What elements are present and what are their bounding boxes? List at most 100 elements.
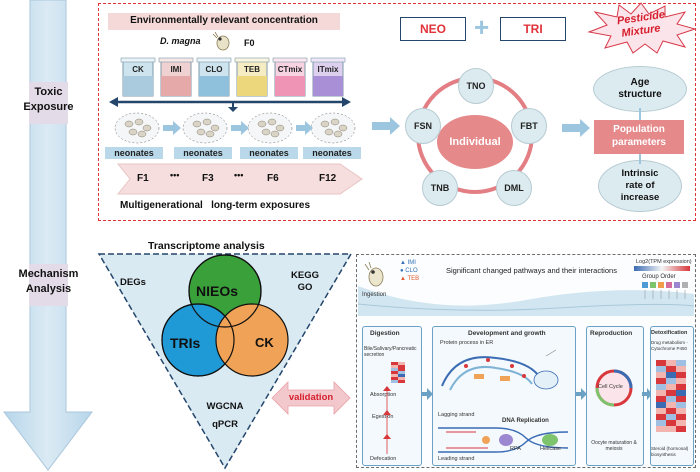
- digestion-flow-arrows: [383, 386, 391, 454]
- repro-cell-cycle: Cell Cycle: [598, 384, 623, 390]
- node-dml: DML: [496, 170, 532, 206]
- dev-helicase: Helicase: [540, 446, 562, 452]
- validation-label: validation: [288, 392, 334, 403]
- beakers-row: [120, 57, 346, 97]
- beakers-double-arrow: [109, 97, 351, 112]
- legend-teb: ▲ TEB: [400, 276, 420, 282]
- intrinsic-rate: Intrinsic rate of increase: [598, 160, 682, 212]
- pesticide-burst: [587, 2, 697, 54]
- generation-f12: F12: [319, 173, 337, 184]
- population-params-box: [594, 120, 684, 154]
- individual-label: Individual: [449, 136, 501, 148]
- dna-diagram: [438, 427, 569, 453]
- generations-ribbon: [116, 163, 363, 195]
- beaker-label-clo: CLO: [205, 65, 223, 74]
- generation-f1: F1: [137, 173, 149, 184]
- pathway-header-band: [358, 286, 694, 316]
- dev-protein-process: Protein process in ER: [440, 340, 494, 346]
- dev-lagging-strand: Lagging strand: [438, 412, 475, 418]
- scale-bar: [634, 266, 690, 271]
- beaker-clo: [196, 57, 232, 97]
- ellipsis-2: •••: [234, 170, 244, 180]
- mechanism-analysis-label-box: [29, 264, 68, 306]
- digestion-heatmap: [391, 362, 405, 383]
- beaker-itmix: [310, 57, 346, 97]
- toxic-exposure-label-box: [29, 82, 68, 124]
- beaker-label-ck: CK: [132, 65, 144, 74]
- toxic-exposure-label: Toxic Exposure: [23, 86, 74, 113]
- beaker-ck: [120, 57, 156, 97]
- generation-f3: F3: [202, 173, 214, 184]
- reproduction-title: Reproduction: [590, 330, 633, 337]
- ingestion-label: Ingestion: [362, 292, 387, 298]
- legend-teb-text: TEB: [407, 276, 420, 282]
- digestion-title: Digestion: [370, 330, 400, 337]
- beaker-ctmix: [272, 57, 308, 97]
- validation-arrow: [271, 381, 351, 415]
- neo-box: [400, 17, 466, 41]
- mechanism-analysis-label: Mechanism Analysis: [18, 268, 79, 295]
- neonates-box-3: [240, 147, 298, 159]
- degs-label: DEGs: [120, 277, 146, 288]
- toxic-exposure-panel: [98, 3, 696, 221]
- node-tno: TNO: [458, 68, 494, 104]
- beaker-imi: [158, 57, 194, 97]
- neonates-label-4: neonates: [312, 148, 352, 158]
- arrow-to-individual: [372, 117, 400, 135]
- population-params-label: Population parameters: [612, 124, 666, 148]
- tri-box: [500, 17, 566, 41]
- beaker-label-teb: TEB: [244, 65, 260, 74]
- neonate-clusters: [114, 112, 356, 144]
- venn-diagram: [161, 254, 289, 377]
- daphnia-icon: [213, 32, 230, 51]
- dev-leading-strand: Leading strand: [438, 456, 475, 462]
- digestion-egestion: Egestion: [372, 414, 394, 420]
- node-tnb: TNB: [422, 170, 458, 206]
- neo-label: NEO: [419, 22, 446, 36]
- neonates-label-3: neonates: [249, 148, 289, 158]
- beaker-label-itmix: ITmix: [317, 65, 339, 74]
- neonates-box-1: [105, 147, 163, 159]
- dev-dna-replication: DNA Replication: [502, 418, 549, 424]
- neonates-label-1: neonates: [114, 148, 154, 158]
- pathway-title: Significant changed pathways and their i…: [446, 266, 617, 275]
- kegg-go-label: KEGG GO: [291, 270, 319, 293]
- detoxification-title: Detoxification: [651, 330, 688, 336]
- detox-drug-metabolism: Drug metabolism - Cytochrome P450: [651, 340, 688, 351]
- cell-cycle-diagram: [595, 369, 633, 407]
- arrow-development-reproduction: [575, 388, 587, 400]
- generation-f0: F0: [244, 38, 255, 48]
- exposure-caption: Multigenerational long-term exposures: [120, 200, 311, 211]
- tri-label: TRI: [523, 22, 543, 36]
- development-title: Development and growth: [468, 330, 546, 337]
- legend-clo-text: CLO: [405, 268, 418, 274]
- ingestion-daphnia-icon: [364, 262, 384, 287]
- ellipsis-1: •••: [170, 170, 180, 180]
- scale-title: Log2(TPM expression): [636, 259, 692, 265]
- detox-steroid: Steroid (hormonal) biosynthesis: [651, 446, 689, 457]
- dev-rpa: RPA: [510, 446, 521, 452]
- group-order-label: Group Order: [642, 274, 676, 280]
- beaker-label-imi: IMI: [170, 65, 182, 74]
- digestion-absorption: Absorption: [370, 392, 397, 398]
- detox-heatmap: [656, 360, 686, 432]
- venn-ck: CK: [255, 335, 274, 350]
- venn-tri: TRIs: [170, 335, 201, 351]
- legend-clo: ● CLO: [400, 268, 418, 274]
- beaker-label-ctmix: CTmix: [277, 65, 303, 74]
- neonates-label-2: neonates: [183, 148, 223, 158]
- er-diagram: [441, 349, 559, 391]
- wgcna-qpcr-label: WGCNA qPCR: [206, 401, 244, 430]
- left-flow-arrow: [2, 0, 94, 471]
- concentration-title-box: [108, 13, 340, 30]
- repro-oocyte: Oocyte maturation & meiosis: [591, 440, 637, 452]
- species-label: D. magna: [160, 36, 201, 46]
- age-structure: Age structure: [593, 66, 687, 112]
- generation-f6: F6: [267, 173, 279, 184]
- transcriptome-title: Transcriptome analysis: [148, 240, 265, 252]
- neonates-box-4: [303, 147, 361, 159]
- node-fsn: FSN: [405, 108, 441, 144]
- neonates-box-2: [174, 147, 232, 159]
- arrow-reproduction-detox: [642, 388, 652, 400]
- plus-sign: +: [474, 12, 490, 42]
